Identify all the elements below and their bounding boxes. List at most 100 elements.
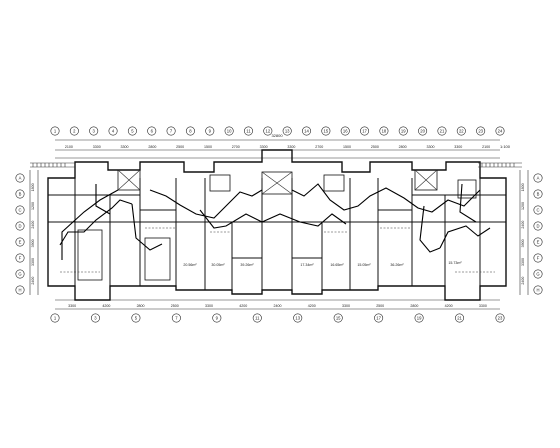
- top-axis-2: 2: [69, 126, 79, 136]
- elevator-symbols: [117, 169, 438, 195]
- bottom-dim-3: 2800: [137, 304, 145, 308]
- right-dim-3: 2400: [521, 221, 525, 229]
- top-axis-23: 23: [476, 126, 486, 136]
- svg-text:10: 10: [227, 129, 232, 134]
- svg-text:21: 21: [457, 316, 462, 321]
- circuit-lines: [60, 227, 495, 273]
- top-axis-24: 24: [495, 126, 505, 136]
- bottom-dim-11: 2800: [410, 304, 418, 308]
- top-dim-9: 3300: [287, 145, 295, 149]
- top-dim-14: 3300: [426, 145, 434, 149]
- svg-text:19: 19: [401, 129, 406, 134]
- bottom-axis-2: 3: [90, 313, 100, 323]
- svg-text:23: 23: [498, 316, 503, 321]
- bottom-axis-8: 15: [333, 313, 343, 323]
- svg-text:8: 8: [189, 129, 192, 134]
- top-dim-8: 3300: [260, 145, 268, 149]
- svg-text:24: 24: [498, 129, 503, 134]
- svg-text:13: 13: [285, 129, 290, 134]
- top-dim-13: 2800: [399, 145, 407, 149]
- bottom-dim-10: 2500: [376, 304, 384, 308]
- svg-text:D: D: [536, 224, 539, 229]
- svg-text:H: H: [18, 288, 21, 293]
- svg-text:12: 12: [265, 129, 270, 134]
- right-axis-A: A: [533, 173, 543, 183]
- svg-text:7: 7: [170, 129, 173, 134]
- top-dim-1: 2100: [65, 145, 73, 149]
- bottom-axis-6: 11: [252, 313, 262, 323]
- svg-text:23: 23: [478, 129, 483, 134]
- right-dim-6: 2400: [521, 277, 525, 285]
- top-total-dim: 32800: [271, 133, 283, 138]
- top-axis-7: 7: [166, 126, 176, 136]
- top-axis-9: 9: [205, 126, 215, 136]
- svg-text:D: D: [18, 224, 21, 229]
- bottom-dim-6: 4200: [239, 304, 247, 308]
- top-dim-16: 2100: [482, 145, 490, 149]
- right-axis-F: F: [533, 253, 543, 263]
- svg-text:14: 14: [304, 129, 309, 134]
- bottom-dim-13: 3300: [479, 304, 487, 308]
- svg-text:9: 9: [209, 129, 212, 134]
- wiring-runs: [59, 183, 491, 260]
- balcony-hatch-right: [478, 162, 522, 168]
- balcony-hatch-left: [30, 162, 75, 168]
- svg-text:A: A: [19, 176, 22, 181]
- bottom-dim-12: 4200: [445, 304, 453, 308]
- top-axis-21: 21: [437, 126, 447, 136]
- top-axis-13: 13: [282, 126, 292, 136]
- top-axis-8: 8: [185, 126, 195, 136]
- top-dim-5: 2500: [176, 145, 184, 149]
- svg-text:B: B: [537, 192, 540, 197]
- top-axis-4: 4: [108, 126, 118, 136]
- room-area-2: 30.05m²: [211, 263, 225, 267]
- svg-text:17: 17: [376, 316, 381, 321]
- svg-text:7: 7: [175, 316, 178, 321]
- left-dim-5: 3300: [31, 258, 35, 266]
- bottom-axis-12: 23: [495, 313, 505, 323]
- svg-text:2: 2: [73, 129, 76, 134]
- top-dim-7: 2700: [232, 145, 240, 149]
- interior-walls: [48, 178, 506, 294]
- bottom-axis-11: 21: [455, 313, 465, 323]
- bottom-axis-3: 5: [131, 313, 141, 323]
- svg-text:G: G: [18, 272, 21, 277]
- svg-text:21: 21: [440, 129, 445, 134]
- top-axis-1: 1: [50, 126, 60, 136]
- right-dim-2: 1200: [521, 202, 525, 210]
- room-area-7: 36.26m²: [390, 263, 404, 267]
- svg-text:1: 1: [54, 316, 57, 321]
- svg-text:E: E: [19, 240, 22, 245]
- top-dim-4: 2800: [148, 145, 156, 149]
- svg-text:17: 17: [362, 129, 367, 134]
- svg-text:5: 5: [131, 129, 134, 134]
- top-axis-17: 17: [360, 126, 370, 136]
- top-axis-6: 6: [147, 126, 157, 136]
- top-dim-10: 2700: [315, 145, 323, 149]
- top-axis-5: 5: [127, 126, 137, 136]
- left-axis-B: B: [15, 189, 25, 199]
- room-area-1: 20.56m²: [183, 263, 197, 267]
- bottom-dim-4: 2500: [171, 304, 179, 308]
- svg-text:C: C: [536, 208, 539, 213]
- top-dim-6: 1500: [204, 145, 212, 149]
- svg-text:3: 3: [93, 129, 96, 134]
- right-dim-1: 1800: [521, 183, 525, 191]
- bottom-axis-10: 19: [414, 313, 424, 323]
- top-axis-19: 19: [398, 126, 408, 136]
- left-axis-G: G: [15, 269, 25, 279]
- top-dim-3: 3300: [121, 145, 129, 149]
- room-area-5: 16.65m²: [330, 263, 344, 267]
- svg-text:1: 1: [54, 129, 57, 134]
- top-axis-18: 18: [379, 126, 389, 136]
- svg-text:20: 20: [420, 129, 425, 134]
- room-area-3: 39.26m²: [240, 263, 254, 267]
- bottom-dim-5: 3300: [205, 304, 213, 308]
- left-dim-4: 3900: [31, 239, 35, 247]
- top-dimension-labels: 2100 3300 3300 2800 2500 1500 2700 3300 3300 2700…: [65, 145, 490, 149]
